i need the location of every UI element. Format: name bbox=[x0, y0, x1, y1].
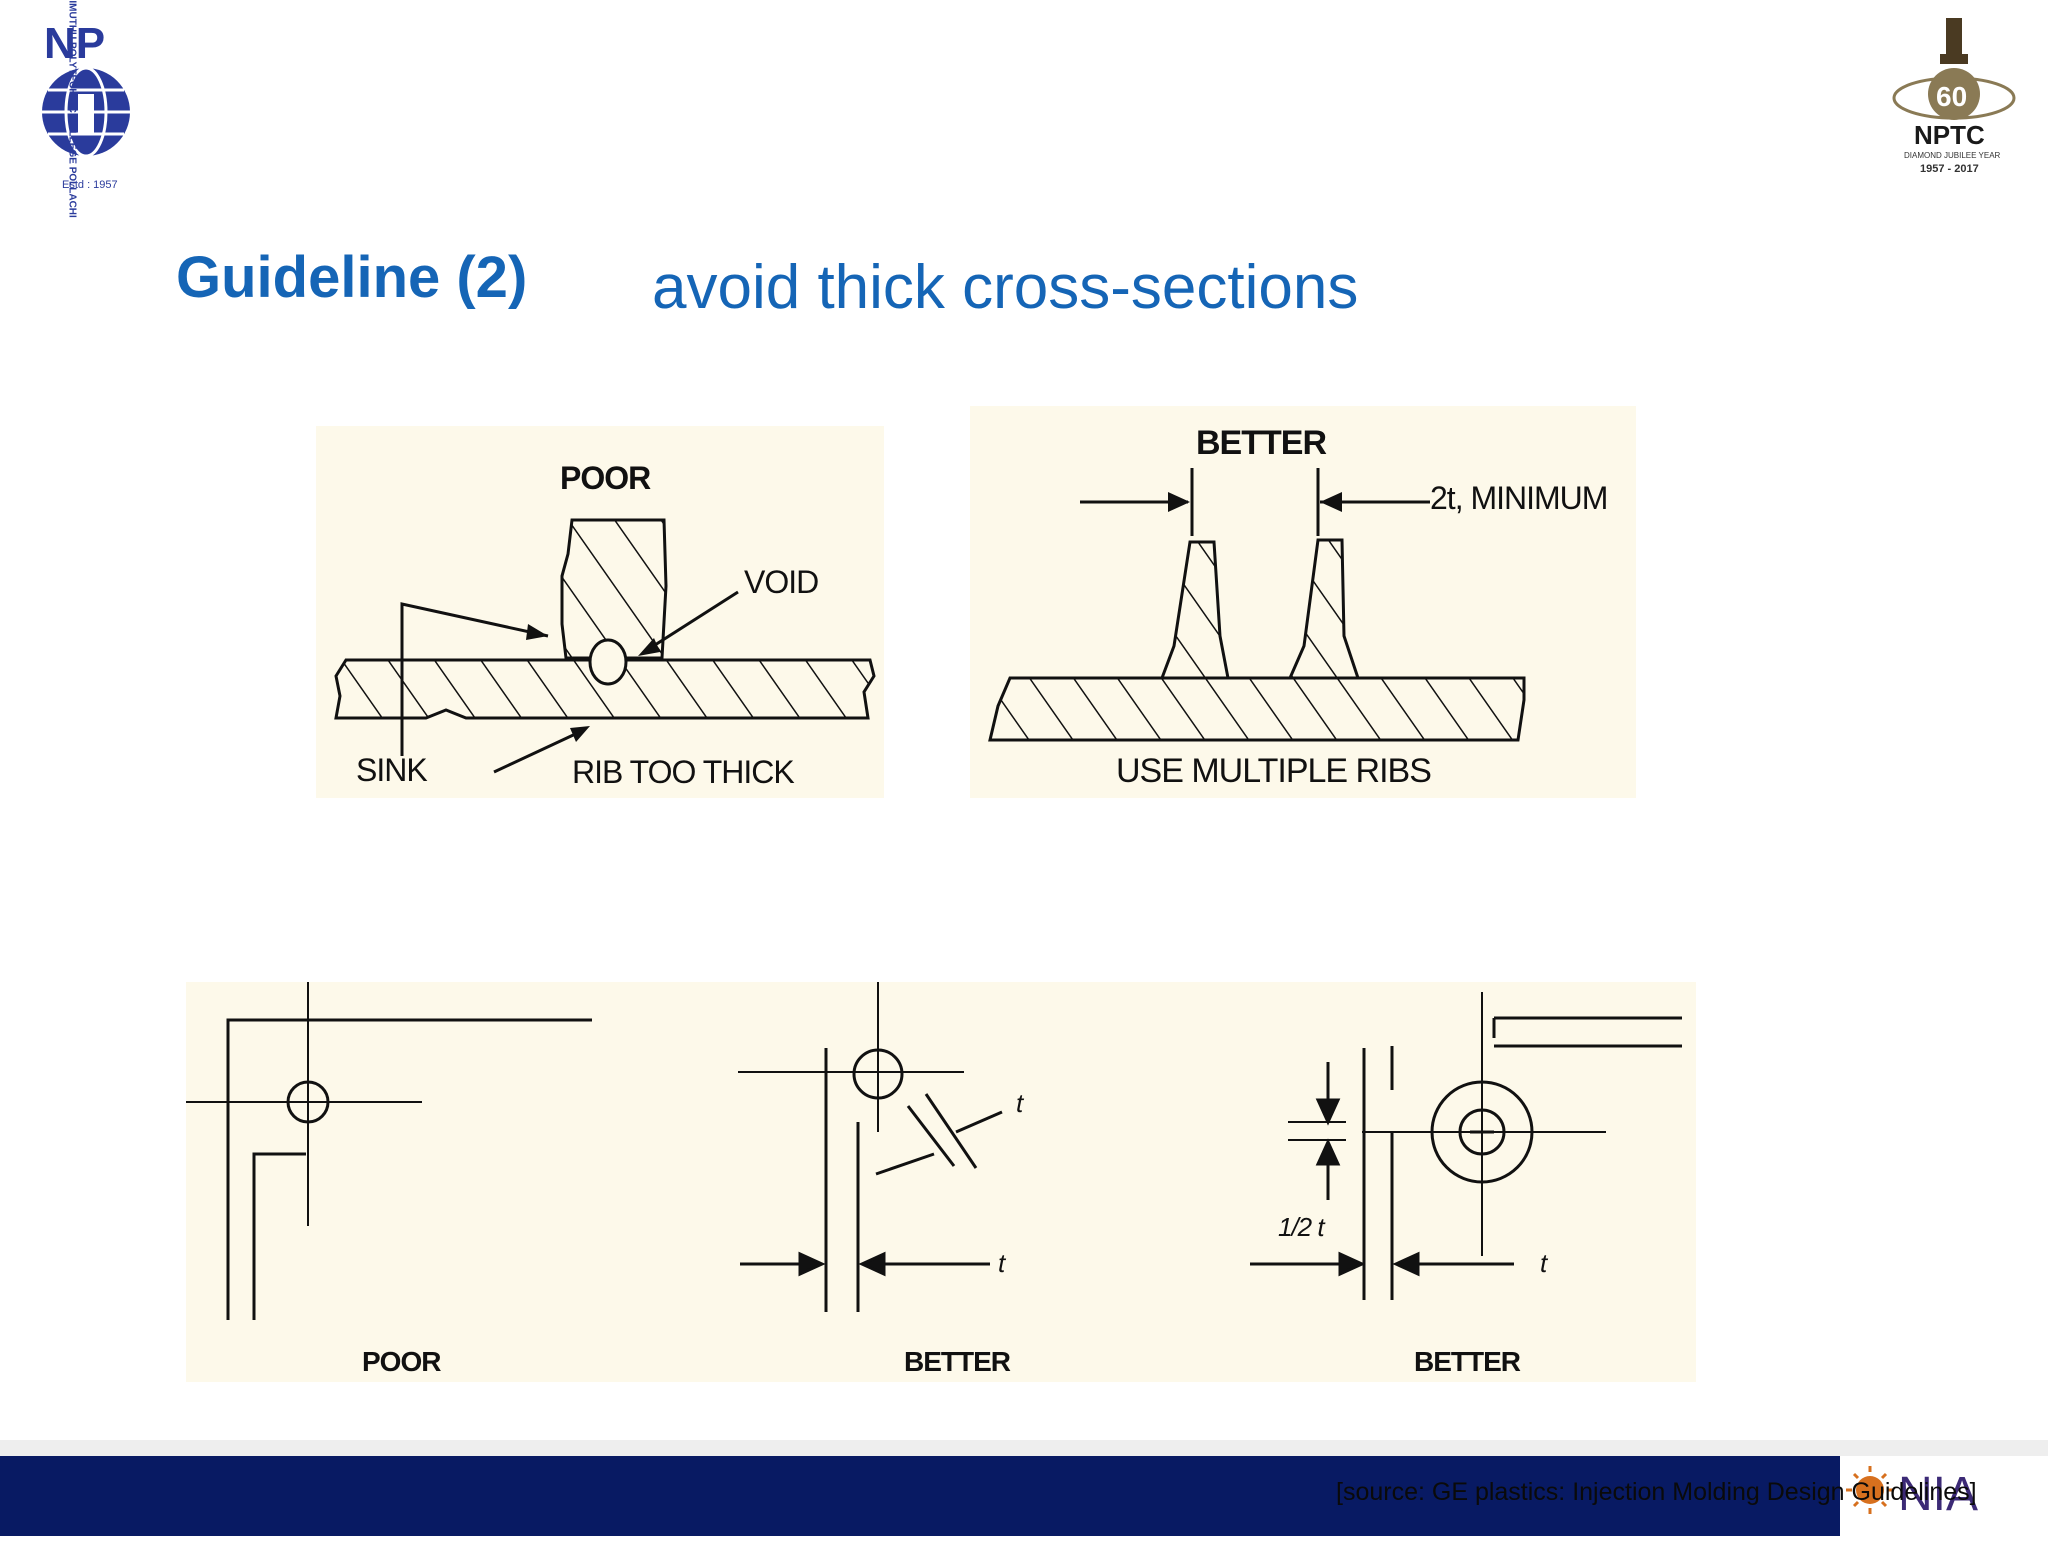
poor-label: POOR bbox=[560, 460, 651, 496]
corner-t-label-1: t bbox=[1016, 1088, 1023, 1118]
logo-letters: NP bbox=[44, 19, 105, 68]
jubilee-logo: 60 NPTC DIAMOND JUBILEE YEAR 1957 - 2017 bbox=[1884, 14, 2024, 184]
corner-poor-label: POOR bbox=[362, 1346, 441, 1377]
logo-years: 1957 - 2017 bbox=[1920, 163, 1979, 175]
corner-t-label-3: t bbox=[1540, 1248, 1547, 1278]
college-logo: NP Estd : 1957 NACHIMUTHU POLYTECHNIC CO… bbox=[14, 0, 174, 218]
minimum-label: 2t, MINIMUM bbox=[1430, 480, 1608, 516]
slide-heading: Guideline (2) bbox=[176, 245, 528, 310]
corner-t-label-2: t bbox=[998, 1248, 1005, 1278]
sun-icon bbox=[1856, 1476, 1884, 1504]
diagram-ribs-poor: POOR VOID SINK RIB TOO THICK bbox=[316, 426, 884, 798]
logo-estd: Estd : 1957 bbox=[62, 179, 118, 191]
logo-tagline: DIAMOND JUBILEE YEAR bbox=[1904, 151, 2001, 160]
corner-better-label-2: BETTER bbox=[1414, 1346, 1521, 1377]
rib-too-thick-label: RIB TOO THICK bbox=[572, 754, 795, 790]
logo-number: 60 bbox=[1936, 81, 1967, 112]
multiple-ribs-caption: USE MULTIPLE RIBS bbox=[1116, 752, 1432, 790]
logo-nptc: NPTC bbox=[1914, 120, 1985, 150]
void-label: VOID bbox=[744, 564, 819, 600]
diagram-corners: t t 1/2 t t POOR BETTER BETTER bbox=[186, 982, 1696, 1382]
diagram-ribs-better: BETTER 2t, MINIMUM USE MULTIPLE RIBS bbox=[970, 406, 1636, 798]
footer-band bbox=[0, 1456, 2048, 1536]
better-label: BETTER bbox=[1196, 424, 1327, 462]
nia-letters: NIA bbox=[1898, 1468, 1978, 1521]
sink-label: SINK bbox=[356, 752, 428, 788]
nia-logo: NIA bbox=[1840, 1456, 2048, 1536]
source-citation: [source: GE plastics: Injection Molding … bbox=[1336, 1478, 1977, 1506]
logo-ring-text: NACHIMUTHU POLYTECHNIC COLLEGE POLLACHI bbox=[66, 0, 78, 218]
slide-subheading: avoid thick cross-sections bbox=[652, 253, 1359, 322]
footer-separator bbox=[0, 1440, 2048, 1456]
corner-better-label-1: BETTER bbox=[904, 1346, 1011, 1377]
corner-half-t-label: 1/2 t bbox=[1278, 1212, 1325, 1242]
